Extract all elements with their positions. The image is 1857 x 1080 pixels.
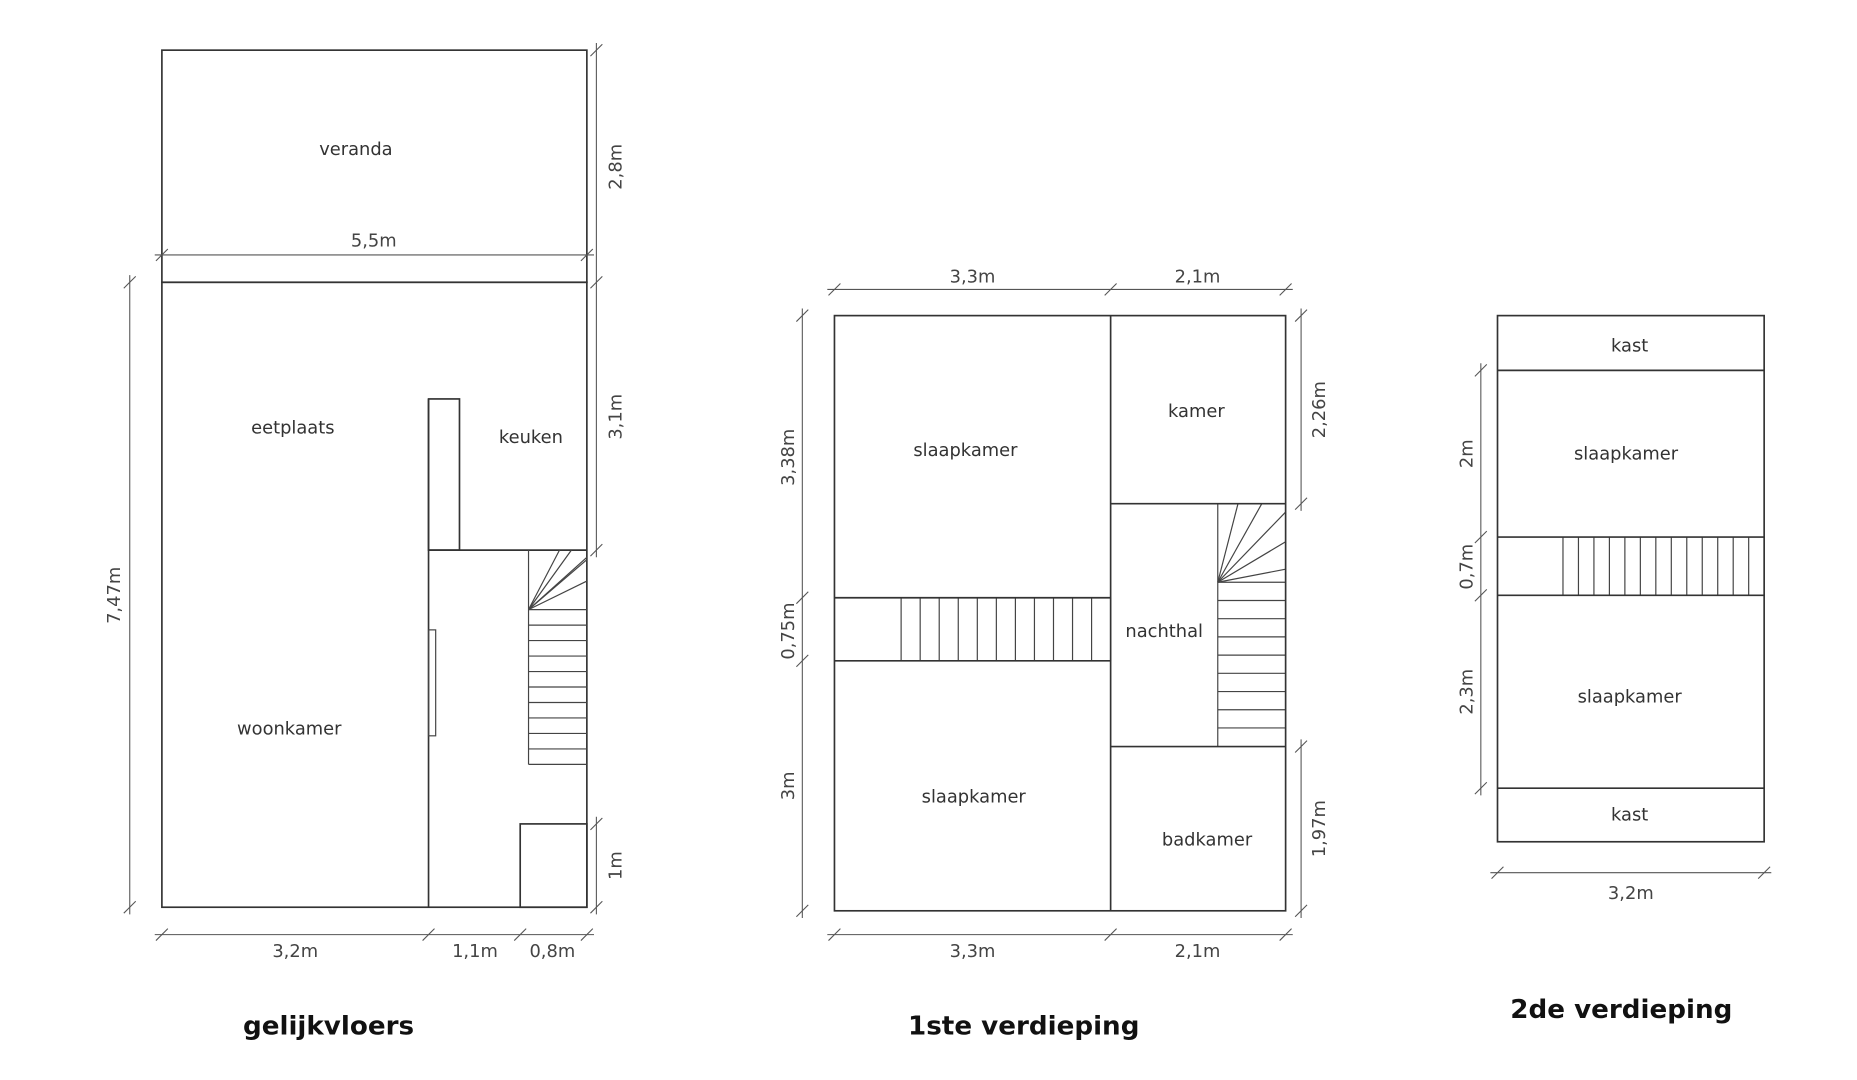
dimension-label: 2,8m <box>605 144 626 190</box>
door <box>427 629 437 737</box>
stair-winder <box>1217 503 1263 583</box>
chimney <box>427 398 461 551</box>
dimension-label: 1,1m <box>452 941 498 962</box>
room-label: slaapkamer <box>922 786 1027 807</box>
dimension-label: 3,3m <box>950 266 996 287</box>
room-label: badkamer <box>1162 829 1253 850</box>
ground-floor-outline <box>161 281 588 909</box>
dimension-label: 0,75m <box>778 603 799 660</box>
dimension-tick <box>1474 589 1488 602</box>
dimension-tick <box>1294 904 1308 918</box>
second-floor-outline <box>1496 314 1765 843</box>
dimension-tick <box>828 283 841 296</box>
dimension-tick <box>590 275 603 289</box>
dimension-label: 3,3m <box>950 941 996 962</box>
room-label: kast <box>1611 335 1648 356</box>
room-label: slaapkamer <box>913 440 1018 461</box>
dimension-tick <box>422 928 435 941</box>
dimension-tick <box>580 928 594 941</box>
floor-title: 1ste verdieping <box>908 1012 1139 1042</box>
dimension-tick <box>155 248 169 262</box>
dimension-label: 3,2m <box>272 941 318 962</box>
dimension-tick <box>1474 530 1488 544</box>
room-label: eetplaats <box>251 417 334 438</box>
dimension-label: 1m <box>605 851 626 880</box>
dimension-tick <box>1104 283 1117 296</box>
floor-title: 2de verdieping <box>1510 995 1732 1025</box>
dimension-label: 2,1m <box>1175 941 1221 962</box>
first-floor-outline <box>833 314 1287 912</box>
dimension-tick <box>1757 866 1771 880</box>
dimension-tick <box>828 928 841 941</box>
dimension-tick <box>1474 364 1488 377</box>
ground-staircase <box>527 503 1765 765</box>
second-floor-plan: kast slaapkamer slaapkamer kast 2m 0,7m … <box>1457 314 1765 1025</box>
dimension-label: 0,8m <box>529 941 575 962</box>
stair-winder <box>1217 568 1286 583</box>
dimension-label: 3,2m <box>1608 883 1654 904</box>
first-floor-plan: slaapkamer kamer nachthal slaapkamer bad… <box>778 266 1330 1041</box>
dimension-tick <box>795 591 809 605</box>
dimension-tick <box>1474 781 1488 795</box>
room-label: kast <box>1611 804 1648 825</box>
dimension-tick <box>590 43 603 57</box>
dimension-tick <box>155 928 169 941</box>
room-label: woonkamer <box>237 719 342 740</box>
stair-winder <box>1217 503 1239 583</box>
dimension-lines <box>123 43 1772 941</box>
dimension-tick <box>1279 283 1292 296</box>
dimension-label: 1,97m <box>1309 800 1330 857</box>
dimension-tick <box>590 543 603 557</box>
dimension-label: 2m <box>1457 439 1478 468</box>
dimension-tick <box>1279 928 1292 941</box>
room-label: veranda <box>319 139 392 160</box>
dimension-tick <box>1104 928 1117 941</box>
dimension-label: 3,38m <box>778 429 799 486</box>
dimension-tick <box>590 900 603 914</box>
dimension-tick <box>795 654 809 668</box>
dimension-label: 2,3m <box>1457 669 1478 715</box>
dimension-label: 0,7m <box>1457 544 1478 590</box>
dimension-label: 7,47m <box>104 567 125 624</box>
dimension-tick <box>1294 497 1308 511</box>
room-label: keuken <box>499 427 563 448</box>
floor-title: gelijkvloers <box>243 1012 414 1042</box>
ground-floor-plan: veranda eetplaats keuken woonkamer 5,5m … <box>104 49 1765 1042</box>
dimension-label: 3,1m <box>605 394 626 440</box>
stair-winder <box>528 549 561 610</box>
dimension-tick <box>123 900 137 914</box>
dimension-tick <box>1294 740 1308 753</box>
stair-winder <box>528 580 588 611</box>
dimension-label: 3m <box>778 771 799 800</box>
dimension-label: 2,1m <box>1175 266 1221 287</box>
dimension-tick <box>590 817 603 831</box>
room-label: slaapkamer <box>1578 686 1683 707</box>
dimension-tick <box>513 928 527 941</box>
dimension-tick <box>580 248 594 262</box>
dimension-tick <box>795 309 809 322</box>
room-label: slaapkamer <box>1574 444 1679 465</box>
dimension-label: 5,5m <box>351 231 397 252</box>
dimension-tick <box>1294 309 1308 322</box>
stair-winder <box>1217 511 1287 583</box>
dimension-tick <box>1491 866 1504 880</box>
room-label: kamer <box>1168 401 1225 422</box>
toilet <box>519 823 588 909</box>
dimension-tick <box>123 275 137 289</box>
stair-winder <box>528 549 572 610</box>
dimension-label: 2,26m <box>1309 381 1330 438</box>
dimension-tick <box>795 904 809 918</box>
stair-winder <box>1217 541 1286 583</box>
stair-winder <box>528 559 588 611</box>
room-label: nachthal <box>1125 621 1203 642</box>
